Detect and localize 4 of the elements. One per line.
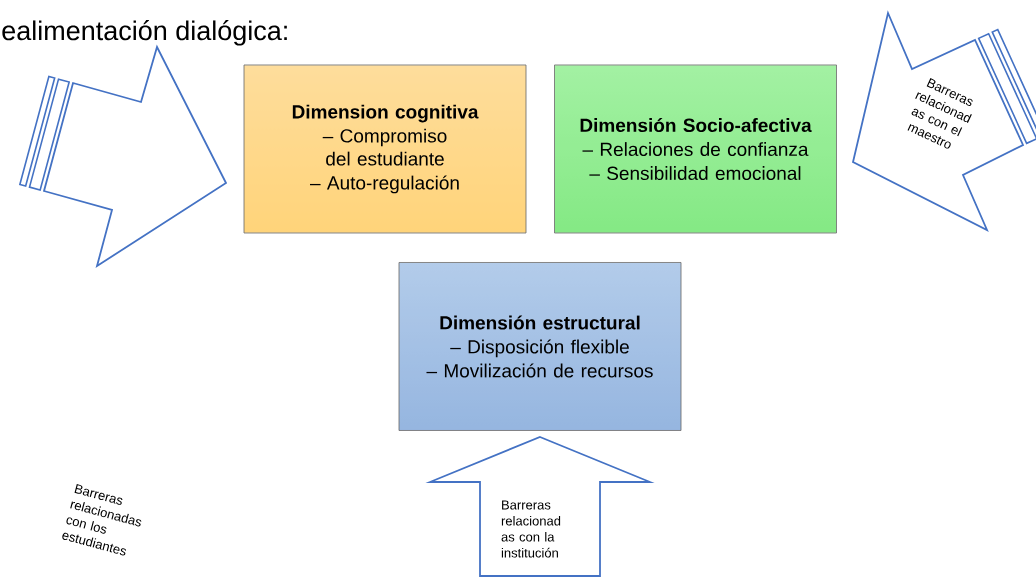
dimension-box: Dimensión Socio-afectiva – Relaciones de confianza – Sensibilidad emocional <box>554 64 837 234</box>
dimension-box: Dimensión estructural – Disposición flexible – Movilización de recursos <box>398 262 682 431</box>
dimension-box: Dimension cognitiva – Compromiso del estudiante – Auto-regulación <box>243 64 527 234</box>
heading: ealimentación dialógica: <box>2 20 287 46</box>
